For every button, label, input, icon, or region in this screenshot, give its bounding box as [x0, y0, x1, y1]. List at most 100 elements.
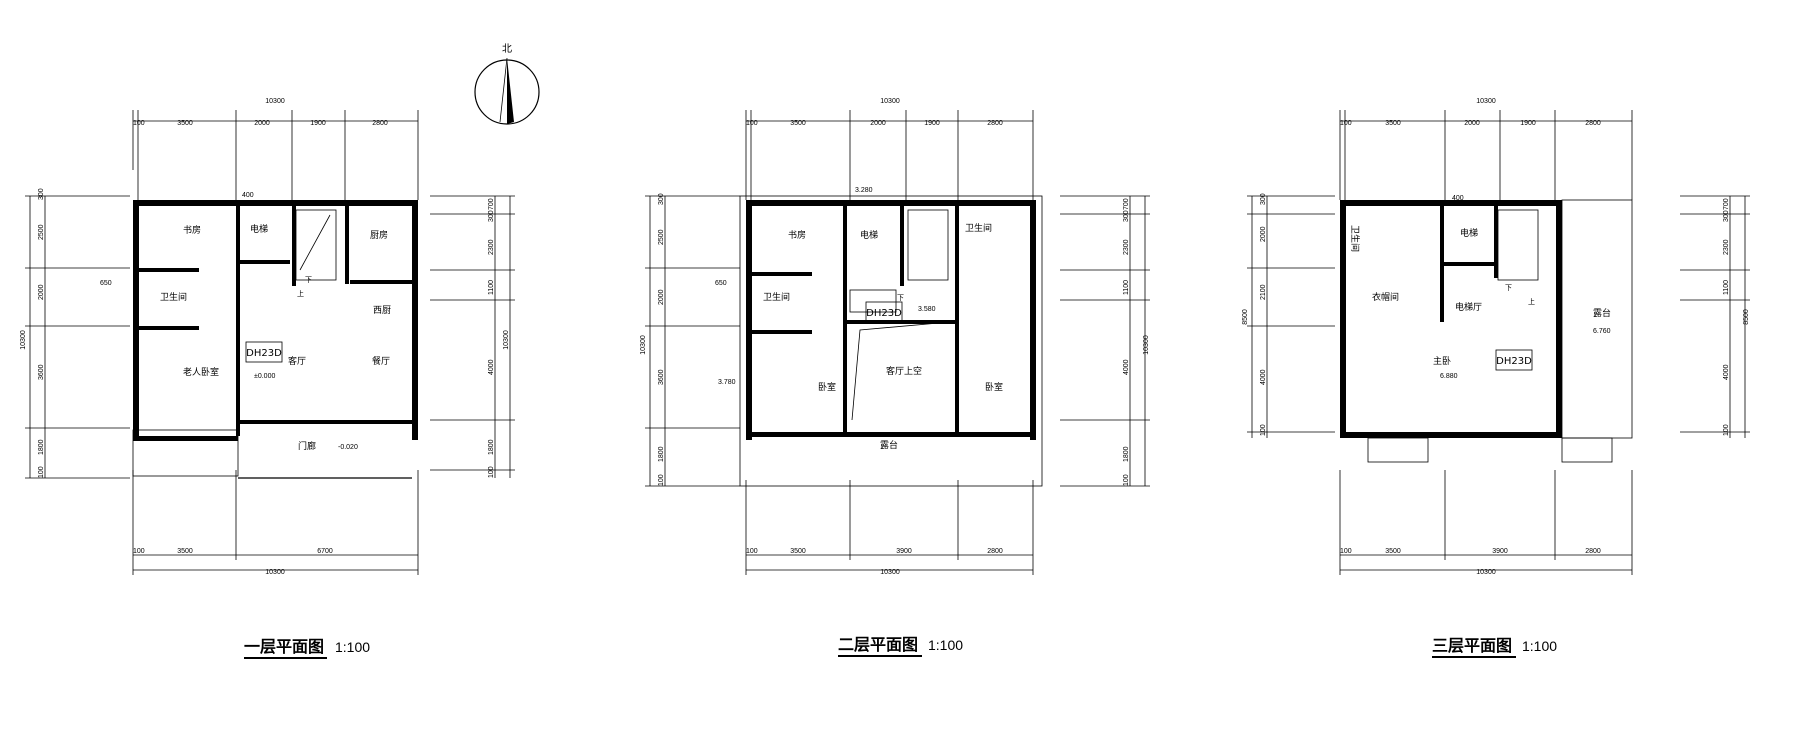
svg-text:6700: 6700 — [317, 548, 333, 555]
svg-text:3600: 3600 — [658, 369, 665, 385]
svg-text:10300: 10300 — [640, 335, 647, 355]
svg-text:上: 上 — [1528, 297, 1535, 306]
svg-text:400: 400 — [1452, 195, 1464, 202]
svg-text:8500: 8500 — [1743, 309, 1750, 325]
room-living: 客厅 — [288, 355, 306, 367]
level-f1-b: -0.020 — [338, 444, 358, 451]
svg-text:3500: 3500 — [177, 548, 193, 555]
svg-text:100: 100 — [1340, 120, 1352, 127]
svg-text:三层平面图: 三层平面图 — [1432, 636, 1512, 655]
svg-text:3500: 3500 — [790, 120, 806, 127]
svg-text:2800: 2800 — [987, 548, 1003, 555]
room-lift-hall-3: 电梯厅 — [1455, 301, 1482, 313]
level-f1-a: ±0.000 — [254, 373, 275, 380]
room-elevator-3: 电梯 — [1460, 227, 1478, 239]
svg-text:2000: 2000 — [1260, 226, 1267, 242]
svg-text:300: 300 — [488, 210, 495, 222]
f3-title: 三层平面图 1:100 — [1432, 636, 1557, 658]
svg-text:1800: 1800 — [488, 439, 495, 455]
elevator-tag-2: DH23D — [866, 308, 902, 319]
svg-text:100: 100 — [658, 474, 665, 486]
svg-text:2800: 2800 — [1585, 120, 1601, 127]
svg-text:3600: 3600 — [38, 364, 45, 380]
svg-text:10300: 10300 — [1476, 98, 1496, 105]
room-closet-3: 衣帽间 — [1372, 291, 1399, 303]
svg-text:300: 300 — [1123, 210, 1130, 222]
svg-text:3500: 3500 — [790, 548, 806, 555]
svg-text:3900: 3900 — [1492, 548, 1508, 555]
svg-text:3900: 3900 — [896, 548, 912, 555]
svg-text:2000: 2000 — [658, 289, 665, 305]
svg-text:4000: 4000 — [1723, 364, 1730, 380]
svg-text:700: 700 — [1723, 198, 1730, 210]
svg-text:700: 700 — [488, 198, 495, 210]
svg-text:10300: 10300 — [1143, 335, 1150, 355]
svg-text:1900: 1900 — [924, 120, 940, 127]
f1-bottom-total: 10300 — [265, 569, 285, 576]
svg-text:10300: 10300 — [880, 569, 900, 576]
svg-text:400: 400 — [242, 192, 254, 199]
svg-text:2500: 2500 — [658, 229, 665, 245]
svg-text:1:100: 1:100 — [1522, 638, 1557, 654]
svg-text:1:100: 1:100 — [335, 639, 370, 655]
svg-text:100: 100 — [1723, 424, 1730, 436]
svg-text:10300: 10300 — [880, 98, 900, 105]
svg-text:2300: 2300 — [488, 239, 495, 255]
room-bedroom-2a: 卧室 — [818, 381, 836, 393]
svg-text:2100: 2100 — [1260, 284, 1267, 300]
svg-text:100: 100 — [746, 548, 758, 555]
svg-text:100: 100 — [488, 466, 495, 478]
svg-text:1900: 1900 — [310, 120, 326, 127]
room-bedroom-2b: 卧室 — [985, 381, 1003, 393]
svg-text:2500: 2500 — [38, 224, 45, 240]
svg-text:100: 100 — [38, 466, 45, 478]
svg-text:300: 300 — [38, 188, 45, 200]
svg-text:下: 下 — [1505, 284, 1512, 292]
room-bath-3: 卫生间 — [1349, 225, 1361, 252]
svg-text:3500: 3500 — [1385, 120, 1401, 127]
third-floor-plan: 卫生间 电梯 衣帽间 电梯厅 露台 主卧 DH23D 6.760 6.880 1… — [1242, 98, 1750, 658]
svg-text:上: 上 — [297, 289, 304, 298]
room-bathroom: 卫生间 — [160, 291, 187, 303]
north-arrow: 北 — [474, 43, 540, 125]
room-elevator: 电梯 — [250, 223, 268, 235]
room-kitchen: 厨房 — [370, 229, 388, 241]
svg-text:1900: 1900 — [1520, 120, 1536, 127]
room-elder-bedroom: 老人卧室 — [183, 366, 219, 378]
room-porch: 门廊 — [298, 440, 316, 452]
svg-text:3.280: 3.280 — [855, 187, 873, 194]
svg-text:下: 下 — [305, 276, 312, 284]
svg-text:100: 100 — [746, 120, 758, 127]
second-floor-plan: 书房 电梯 卫生间 卫生间 卧室 客厅上空 卧室 露台 DH23D 3.280 … — [640, 98, 1150, 657]
svg-text:4000: 4000 — [488, 359, 495, 375]
svg-text:一层平面图: 一层平面图 — [244, 637, 324, 656]
svg-text:1100: 1100 — [1723, 280, 1730, 295]
room-master-3: 主卧 — [1433, 355, 1451, 367]
svg-text:3500: 3500 — [177, 120, 193, 127]
svg-text:700: 700 — [1123, 198, 1130, 210]
svg-text:650: 650 — [100, 280, 112, 287]
room-study-2: 书房 — [788, 229, 806, 241]
f2-title: 二层平面图 1:100 — [838, 635, 963, 657]
svg-text:3.580: 3.580 — [918, 306, 936, 313]
north-label: 北 — [502, 43, 512, 55]
elevator-tag-3: DH23D — [1496, 356, 1532, 367]
svg-text:2800: 2800 — [372, 120, 388, 127]
svg-text:下: 下 — [897, 294, 904, 302]
svg-text:10300: 10300 — [20, 330, 27, 350]
svg-text:400: 400 — [855, 200, 867, 207]
svg-text:100: 100 — [1340, 548, 1352, 555]
svg-text:1800: 1800 — [658, 446, 665, 462]
svg-text:2000: 2000 — [1464, 120, 1480, 127]
room-void-2: 客厅上空 — [886, 365, 922, 377]
svg-text:1800: 1800 — [1123, 446, 1130, 462]
svg-text:1100: 1100 — [488, 280, 495, 295]
svg-text:2000: 2000 — [254, 120, 270, 127]
svg-text:1100: 1100 — [1123, 280, 1130, 295]
svg-text:650: 650 — [715, 280, 727, 287]
svg-text:300: 300 — [1723, 210, 1730, 222]
f1-top-total: 10300 — [265, 98, 285, 105]
elevator-tag: DH23D — [246, 348, 282, 359]
svg-text:2300: 2300 — [1723, 239, 1730, 255]
svg-text:4000: 4000 — [1260, 369, 1267, 385]
